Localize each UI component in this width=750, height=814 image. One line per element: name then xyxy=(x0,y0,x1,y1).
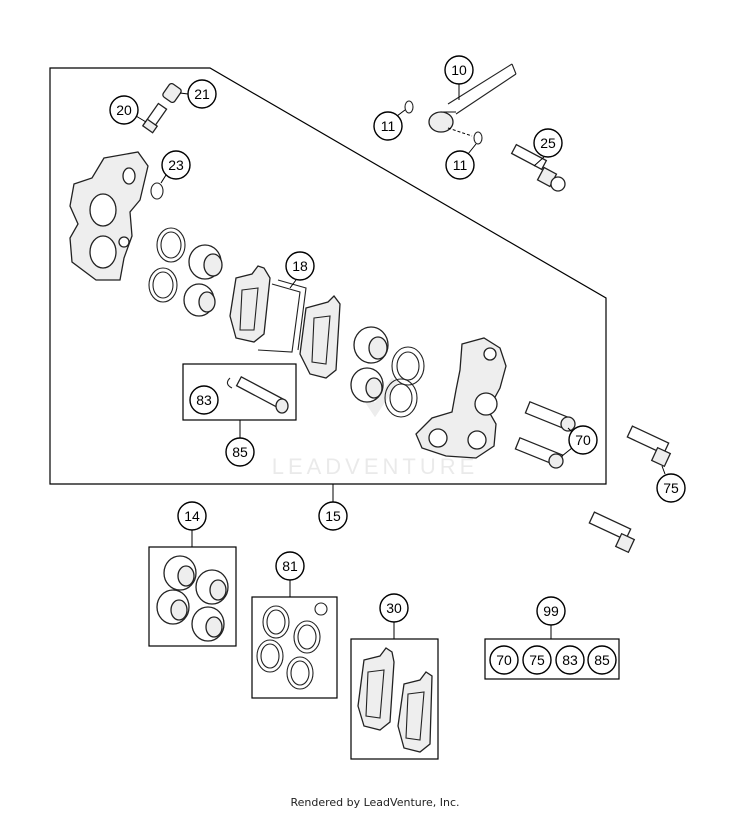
brake-pad-right xyxy=(299,295,341,379)
svg-text:25: 25 xyxy=(540,135,556,151)
callout-83[interactable]: 83 xyxy=(189,385,219,415)
svg-text:85: 85 xyxy=(594,652,610,668)
svg-text:85: 85 xyxy=(232,444,248,460)
bleeder-screw xyxy=(141,102,168,134)
pad-pin xyxy=(235,375,289,414)
sealing-ring-lower xyxy=(473,131,483,145)
svg-text:30: 30 xyxy=(386,600,402,616)
kit-30-box xyxy=(350,638,439,760)
o-ring-23 xyxy=(150,182,164,200)
svg-text:21: 21 xyxy=(194,86,210,102)
svg-text:23: 23 xyxy=(168,157,184,173)
kit-30-brake-pads xyxy=(357,647,433,753)
callout-75[interactable]: 75 xyxy=(656,473,686,503)
callout-18[interactable]: 18 xyxy=(285,251,315,281)
callout-85[interactable]: 85 xyxy=(225,437,255,467)
caliper-bolt-upper xyxy=(524,400,576,432)
callout-23[interactable]: 23 xyxy=(161,150,191,180)
kit-81-seals xyxy=(256,602,328,690)
seal-right-upper xyxy=(391,346,425,386)
sealing-ring-upper xyxy=(404,100,414,114)
brake-pad-left xyxy=(229,265,271,343)
caliper-left-half xyxy=(69,151,149,281)
svg-text:75: 75 xyxy=(529,652,545,668)
svg-text:18: 18 xyxy=(292,258,308,274)
pin-clip xyxy=(226,377,233,389)
caliper-right-half xyxy=(415,337,507,459)
svg-text:83: 83 xyxy=(196,392,212,408)
callout-30[interactable]: 30 xyxy=(379,593,409,623)
callout-11-upper[interactable]: 11 xyxy=(373,111,403,141)
kit-14-pistons xyxy=(156,555,229,642)
callout-21[interactable]: 21 xyxy=(187,79,217,109)
callout-20[interactable]: 20 xyxy=(109,95,139,125)
mounting-bolt-lower xyxy=(588,511,636,554)
svg-text:20: 20 xyxy=(116,102,132,118)
footer-credit: Rendered by LeadVenture, Inc. xyxy=(290,796,460,809)
watermark-text: LEADVENTURE xyxy=(272,454,479,479)
svg-text:11: 11 xyxy=(453,157,468,173)
kit-99-box xyxy=(484,638,620,680)
callout-81[interactable]: 81 xyxy=(275,551,305,581)
mounting-bolt-upper xyxy=(626,425,672,468)
seal-left-lower xyxy=(148,267,178,303)
callout-15[interactable]: 15 xyxy=(318,501,348,531)
caliper-bolt-lower xyxy=(514,436,564,469)
svg-text:10: 10 xyxy=(451,62,467,78)
svg-text:15: 15 xyxy=(325,508,341,524)
svg-text:70: 70 xyxy=(496,652,512,668)
callout-10[interactable]: 10 xyxy=(444,55,474,85)
callout-11-lower[interactable]: 11 xyxy=(445,150,475,180)
piston-left-lower xyxy=(183,283,216,317)
kit-14-box xyxy=(148,546,237,647)
callout-14[interactable]: 14 xyxy=(177,501,207,531)
bleeder-cap xyxy=(162,82,182,104)
assembly-15-outline xyxy=(49,67,607,485)
piston-right-upper xyxy=(353,326,389,364)
kit-99-item-70[interactable]: 70 xyxy=(489,645,519,675)
piston-right-lower xyxy=(350,367,384,403)
svg-text:70: 70 xyxy=(575,432,591,448)
callout-25[interactable]: 25 xyxy=(533,128,563,158)
callout-70[interactable]: 70 xyxy=(568,425,598,455)
svg-text:11: 11 xyxy=(381,118,396,134)
kit-99-item-75[interactable]: 75 xyxy=(522,645,552,675)
kit-81-box xyxy=(251,596,338,699)
callout-99[interactable]: 99 xyxy=(536,596,566,626)
kit-99-item-85[interactable]: 85 xyxy=(587,645,617,675)
svg-text:75: 75 xyxy=(663,480,679,496)
piston-left-upper xyxy=(188,244,223,280)
kit-99-item-83[interactable]: 83 xyxy=(555,645,585,675)
pad-spring xyxy=(257,279,307,353)
svg-text:99: 99 xyxy=(543,603,559,619)
svg-text:14: 14 xyxy=(184,508,200,524)
leadventure-watermark: LEADVENTURE xyxy=(272,377,479,479)
seal-left-upper xyxy=(156,227,186,263)
seal-right-lower xyxy=(384,378,418,418)
svg-text:83: 83 xyxy=(562,652,578,668)
svg-text:81: 81 xyxy=(282,558,298,574)
